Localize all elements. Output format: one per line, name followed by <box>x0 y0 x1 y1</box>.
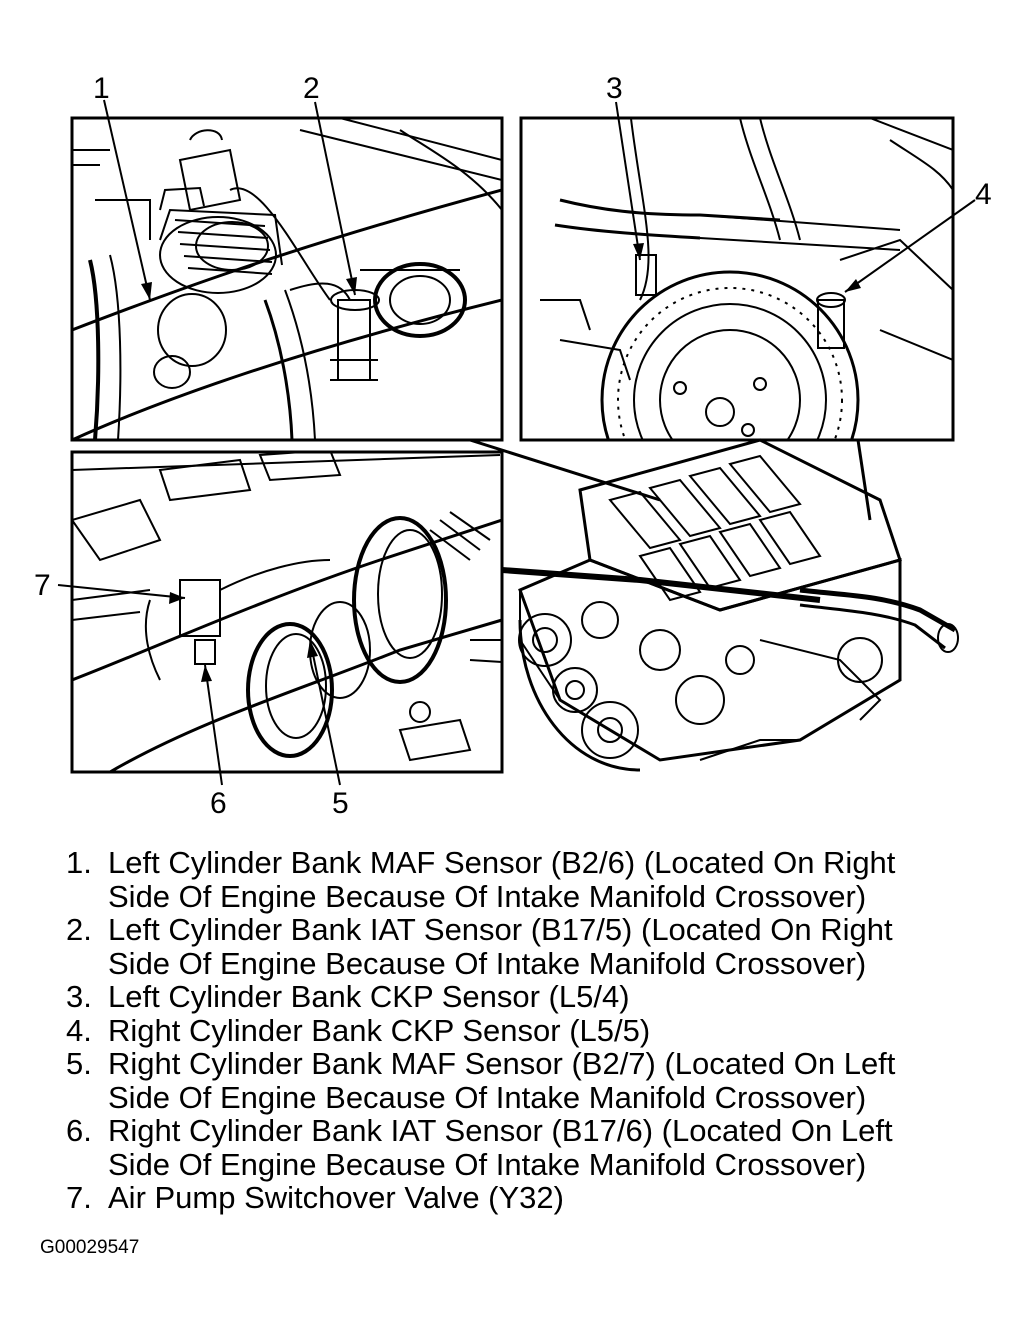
panel-ckp-sensors <box>519 116 955 442</box>
legend-item: 2. Left Cylinder Bank IAT Sensor (B17/5)… <box>66 913 1006 980</box>
legend-text: Left Cylinder Bank CKP Sensor (L5/4) <box>108 980 1006 1014</box>
legend-number: 1. <box>66 845 92 880</box>
legend-number: 2. <box>66 912 92 947</box>
legend-line: Air Pump Switchover Valve (Y32) <box>108 1180 564 1215</box>
legend-line: Side Of Engine Because Of Intake Manifol… <box>108 878 867 914</box>
callout-5: 5 <box>332 787 349 820</box>
callout-7: 7 <box>34 569 51 602</box>
legend-item: 3. Left Cylinder Bank CKP Sensor (L5/4) <box>66 980 1006 1014</box>
callout-4: 4 <box>975 178 992 211</box>
panel-maf-iat-left-bank <box>70 116 504 442</box>
legend-line: Left Cylinder Bank CKP Sensor (L5/4) <box>108 979 630 1014</box>
legend-item: 6. Right Cylinder Bank IAT Sensor (B17/6… <box>66 1114 1006 1181</box>
engine-sensor-diagram: 1 2 3 4 5 6 7 <box>34 72 992 820</box>
legend-text: Left Cylinder Bank IAT Sensor (B17/5) (L… <box>108 913 1006 980</box>
callout-1: 1 <box>93 72 110 105</box>
legend-item: 7. Air Pump Switchover Valve (Y32) <box>66 1181 1006 1215</box>
leader-lines <box>57 99 976 786</box>
leader-arrowheads <box>141 243 861 682</box>
callout-6: 6 <box>210 787 227 820</box>
legend-line: Side Of Engine Because Of Intake Manifol… <box>108 1079 867 1115</box>
legend-item: 1. Left Cylinder Bank MAF Sensor (B2/6) … <box>66 846 1006 913</box>
panel-connector-lines <box>469 438 872 603</box>
callout-2: 2 <box>303 72 320 105</box>
legend-number: 7. <box>66 1180 92 1215</box>
legend-text: Left Cylinder Bank MAF Sensor (B2/6) (Lo… <box>108 846 1006 913</box>
legend-line: Right Cylinder Bank IAT Sensor (B17/6) (… <box>108 1113 893 1148</box>
figure-id: G00029547 <box>40 1237 140 1258</box>
panel-maf-iat-right-bank <box>70 450 504 774</box>
legend-number: 4. <box>66 1012 92 1048</box>
legend-text: Air Pump Switchover Valve (Y32) <box>108 1181 1006 1215</box>
legend-line: Side Of Engine Because Of Intake Manifol… <box>108 945 867 981</box>
legend-line: Right Cylinder Bank CKP Sensor (L5/5) <box>108 1012 651 1048</box>
engine-overview <box>518 438 959 772</box>
legend-text: Right Cylinder Bank IAT Sensor (B17/6) (… <box>108 1114 1006 1181</box>
legend-number: 5. <box>66 1046 92 1081</box>
legend-line: Left Cylinder Bank IAT Sensor (B17/5) (L… <box>108 912 893 947</box>
legend-number: 6. <box>66 1113 92 1148</box>
legend-list: 1. Left Cylinder Bank MAF Sensor (B2/6) … <box>66 846 1006 1215</box>
legend-item: 4. Right Cylinder Bank CKP Sensor (L5/5) <box>66 1012 1006 1048</box>
legend-text: Right Cylinder Bank MAF Sensor (B2/7) (L… <box>108 1047 1006 1114</box>
legend-line: Left Cylinder Bank MAF Sensor (B2/6) (Lo… <box>108 845 896 880</box>
legend-line: Side Of Engine Because Of Intake Manifol… <box>108 1146 867 1182</box>
legend-number: 3. <box>66 979 92 1014</box>
legend-line: Right Cylinder Bank MAF Sensor (B2/7) (L… <box>108 1046 896 1081</box>
callout-3: 3 <box>606 72 623 105</box>
legend-item: 5. Right Cylinder Bank MAF Sensor (B2/7)… <box>66 1047 1006 1114</box>
legend-text: Right Cylinder Bank CKP Sensor (L5/5) <box>108 1012 1006 1048</box>
